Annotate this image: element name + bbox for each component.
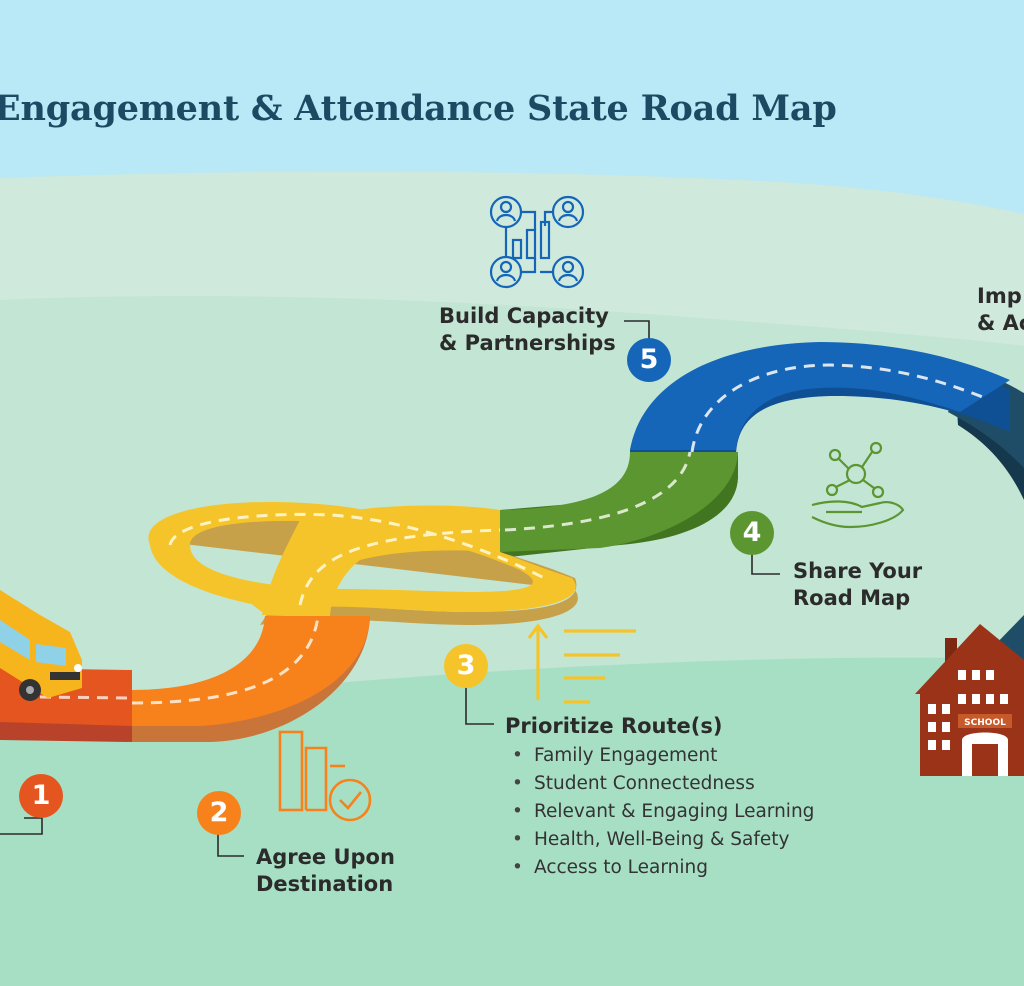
connector-4 [751, 552, 780, 575]
step-3-label: Prioritize Route(s) [505, 714, 723, 738]
step-6-label-line2: & Ac [977, 311, 1024, 335]
route-label: Family Engagement [534, 745, 718, 766]
route-label: Relevant & Engaging Learning [534, 801, 815, 822]
step-5-label: Build Capacity & Partnerships [439, 303, 616, 357]
road-segment-4 [500, 451, 738, 558]
route-list: • Family Engagement • Student Connectednes… [512, 742, 814, 882]
bullet: • [512, 829, 523, 850]
list-item: • Access to Learning [512, 854, 814, 882]
step-5-badge: 5 [627, 338, 671, 382]
connector-5 [624, 320, 650, 346]
step-3-badge: 3 [444, 644, 488, 688]
bullet: • [512, 773, 523, 794]
bullet: • [512, 801, 523, 822]
step-1-badge: 1 [19, 774, 63, 818]
list-item: • Relevant & Engaging Learning [512, 798, 814, 826]
school-bus-icon [0, 590, 82, 701]
people-network-icon [489, 195, 585, 289]
step-4-label-line2: Road Map [793, 586, 911, 610]
list-item: • Health, Well-Being & Safety [512, 826, 814, 854]
school-building-icon: SCHOOL [915, 624, 1024, 776]
bullet: • [512, 857, 523, 878]
connector-2 [217, 834, 244, 857]
page-title: Engagement & Attendance State Road Map [0, 88, 837, 129]
step-5-label-line2: & Partnerships [439, 331, 616, 355]
front-hill [0, 657, 1024, 986]
step-2-label: Agree Upon Destination [256, 844, 395, 898]
bullet: • [512, 745, 523, 766]
route-label: Access to Learning [534, 857, 708, 878]
step-4-label: Share Your Road Map [793, 558, 922, 612]
step-2-label-line1: Agree Upon [256, 845, 395, 869]
list-item: • Family Engagement [512, 742, 814, 770]
step-2-label-line2: Destination [256, 872, 394, 896]
connector-3 [465, 686, 494, 725]
bar-check-icon [278, 730, 372, 822]
road-segment-5 [630, 342, 1010, 462]
road-segment-2 [131, 615, 370, 742]
priority-arrow-icon [527, 623, 636, 704]
step-4-badge: 4 [730, 511, 774, 555]
route-label: Health, Well-Being & Safety [534, 829, 790, 850]
label-connectors [0, 320, 780, 857]
list-item: • Student Connectedness [512, 770, 814, 798]
school-sign: SCHOOL [964, 718, 1006, 728]
connector-1 [0, 817, 43, 835]
step-2-badge: 2 [197, 791, 241, 835]
step-6-label-line1: Imp [977, 284, 1022, 308]
road-segment-3 [148, 501, 578, 625]
hand-network-icon [811, 441, 905, 529]
route-label: Student Connectedness [534, 773, 755, 794]
step-4-label-line1: Share Your [793, 559, 923, 583]
step-5-label-line1: Build Capacity [439, 304, 609, 328]
step-6-label: Imp & Ac [977, 283, 1024, 337]
